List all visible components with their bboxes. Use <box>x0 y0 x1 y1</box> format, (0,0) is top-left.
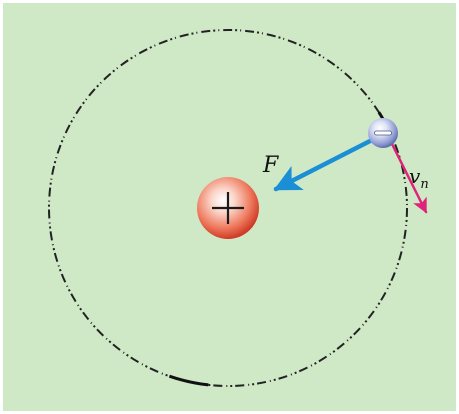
velocity-label-subscript: n <box>420 177 428 192</box>
nucleus: + <box>197 177 259 239</box>
force-label: F <box>262 153 279 178</box>
velocity-label-main: v <box>409 164 421 188</box>
electron: − <box>368 118 398 148</box>
